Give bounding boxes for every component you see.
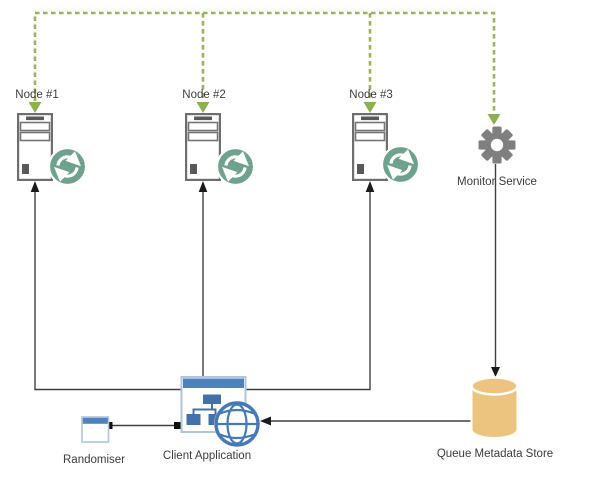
monitor-service-label: Monitor Service (457, 176, 537, 188)
client-to-node2-connector (198, 181, 208, 377)
green-arrowhead-node1 (28, 102, 42, 113)
monitor-bus-dashed-connector (28, 11, 501, 125)
node3-shape[interactable] (352, 112, 421, 185)
server-tower-icon (185, 112, 222, 182)
queue-to-client-connector (260, 416, 471, 426)
node2-label: Node #2 (182, 89, 226, 101)
node2-shape[interactable] (185, 112, 256, 187)
node1-shape[interactable] (17, 112, 88, 187)
randomiser-to-client-connector (105, 422, 181, 429)
node3-label: Node #3 (349, 89, 393, 101)
monitor-service-shape[interactable] (478, 126, 516, 164)
client-application-label: Client Application (162, 450, 252, 462)
sync-refresh-icon (47, 146, 88, 187)
sync-refresh-icon (215, 146, 256, 187)
server-tower-icon (352, 112, 389, 182)
globe-icon (214, 401, 260, 447)
green-arrowhead-monitor (487, 114, 501, 125)
queue-metadata-store-shape[interactable] (470, 376, 519, 439)
window-icon (81, 416, 110, 443)
client-to-node3-connector (246, 181, 375, 391)
gear-icon (478, 126, 516, 164)
sync-refresh-icon (380, 144, 421, 185)
client-to-node1-connector (30, 181, 181, 391)
database-cylinder-icon (470, 376, 519, 439)
green-arrowhead-node3 (363, 102, 377, 113)
client-application-shape[interactable] (180, 376, 261, 447)
monitor-to-queue-connector (491, 164, 500, 377)
randomiser-shape[interactable] (81, 416, 110, 443)
queue-metadata-store-label: Queue Metadata Store (436, 448, 554, 460)
randomiser-label: Randomiser (63, 454, 125, 466)
node1-label: Node #1 (15, 89, 59, 101)
green-arrowhead-node2 (196, 102, 210, 113)
server-tower-icon (17, 112, 53, 182)
